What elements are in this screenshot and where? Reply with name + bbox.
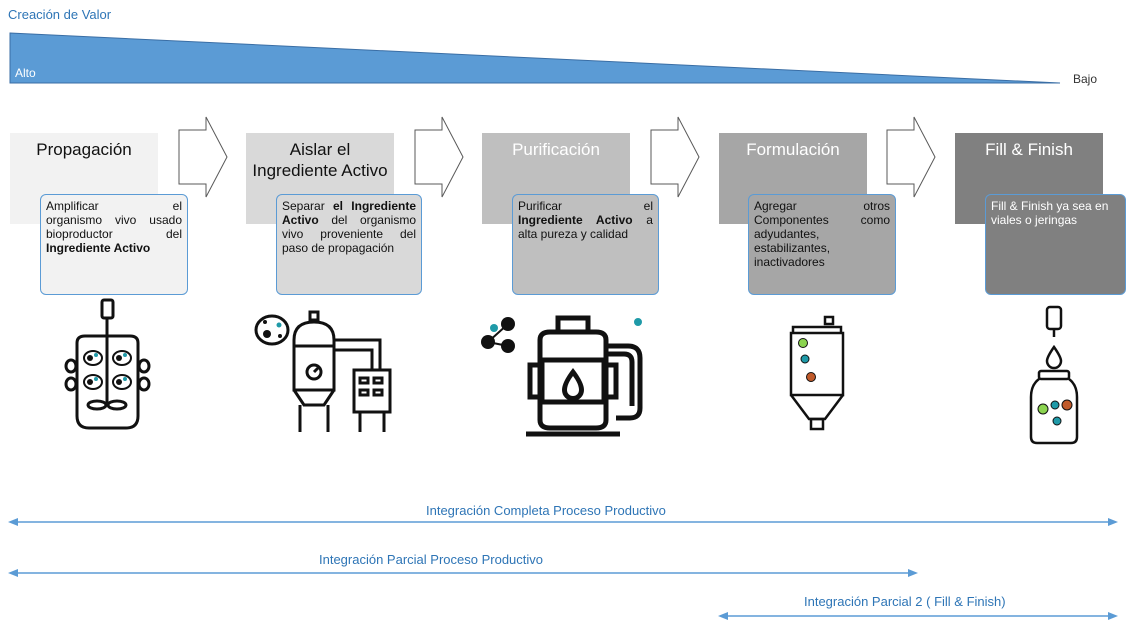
description-text: adyudantes, (754, 227, 820, 241)
stage-title: Propagación (36, 140, 132, 159)
description-text: a (632, 213, 653, 227)
arrow-icon (414, 116, 464, 198)
description-line: paso de propagación (282, 241, 416, 255)
description-text: vivo proveniente del (282, 227, 416, 241)
formulation-tank-icon (789, 315, 845, 431)
vial-icon (1029, 305, 1079, 445)
arrow-icon (178, 116, 228, 198)
description-text: Componentes como (754, 213, 890, 227)
integration-complete-label: Integración Completa Proceso Productivo (426, 503, 666, 518)
description-text: Separar (282, 199, 333, 213)
description-bold-text: Ingrediente Activo (46, 241, 151, 255)
description-line: bioproductor del (46, 227, 182, 241)
description-line: alta pureza y calidad (518, 227, 653, 241)
integration-complete-arrow (8, 518, 1118, 526)
description-bold-text: el Ingrediente (333, 199, 416, 213)
description-line: Agregar otros (754, 199, 890, 213)
description-text: Fill & Finish ya sea en (991, 199, 1109, 213)
value-wedge (9, 32, 1061, 84)
description-text: viales o jeringas (991, 213, 1078, 227)
description-text: estabilizantes, (754, 241, 831, 255)
description-text: Amplificar el (46, 199, 182, 213)
stage-title: Fill & Finish (985, 140, 1073, 159)
description-text: organismo vivo usado (46, 213, 182, 227)
description-line: Activo del organismo (282, 213, 416, 227)
arrow-icon (650, 116, 700, 198)
integration-partial-label: Integración Parcial Proceso Productivo (319, 552, 544, 567)
description-line: Purificar el (518, 199, 653, 213)
process-arrows (178, 116, 936, 198)
description-text: Purificar el (518, 199, 653, 213)
description-line: viales o jeringas (991, 213, 1120, 227)
bioreactor-icon (64, 298, 151, 430)
arrow-icon (886, 116, 936, 198)
description-line: Ingrediente Activo (46, 241, 182, 255)
description-bold-text: Activo (282, 213, 319, 227)
low-label: Bajo (1073, 72, 1098, 86)
stage-title: Ingrediente Activo (252, 161, 388, 180)
description-line: inactivadores (754, 255, 890, 269)
description-line: Fill & Finish ya sea en (991, 199, 1120, 213)
description-text: Agregar otros (754, 199, 890, 213)
stage-title: Purificación (512, 140, 600, 159)
description-line: Amplificar el (46, 199, 182, 213)
description-text: del organismo (318, 213, 416, 227)
integration-partial-arrow (8, 569, 918, 577)
diagram-title: Creación de Valor (8, 7, 112, 22)
description-bold-text: Ingrediente Activo (518, 213, 633, 227)
description-text: alta pureza y calidad (518, 227, 629, 241)
description-line: Ingrediente Activo a (518, 213, 653, 227)
description-text: paso de propagación (282, 241, 395, 255)
stage-title: Formulación (746, 140, 840, 159)
description-line: Componentes como (754, 213, 890, 227)
purification-equipment-icon (481, 315, 643, 437)
integration-partial-2-arrow (718, 612, 1118, 620)
description-line: Separar el Ingrediente (282, 199, 416, 213)
description-line: organismo vivo usado (46, 213, 182, 227)
description-text: bioproductor del (46, 227, 182, 241)
description-line: vivo proveniente del (282, 227, 416, 241)
separator-equipment-icon (254, 310, 392, 432)
stage-title: Aislar el (289, 140, 351, 159)
description-line: adyudantes, (754, 227, 890, 241)
description-line: estabilizantes, (754, 241, 890, 255)
description-text: inactivadores (754, 255, 825, 269)
integration-partial-2-label: Integración Parcial 2 ( Fill & Finish) (804, 594, 1006, 609)
high-label: Alto (15, 66, 36, 80)
